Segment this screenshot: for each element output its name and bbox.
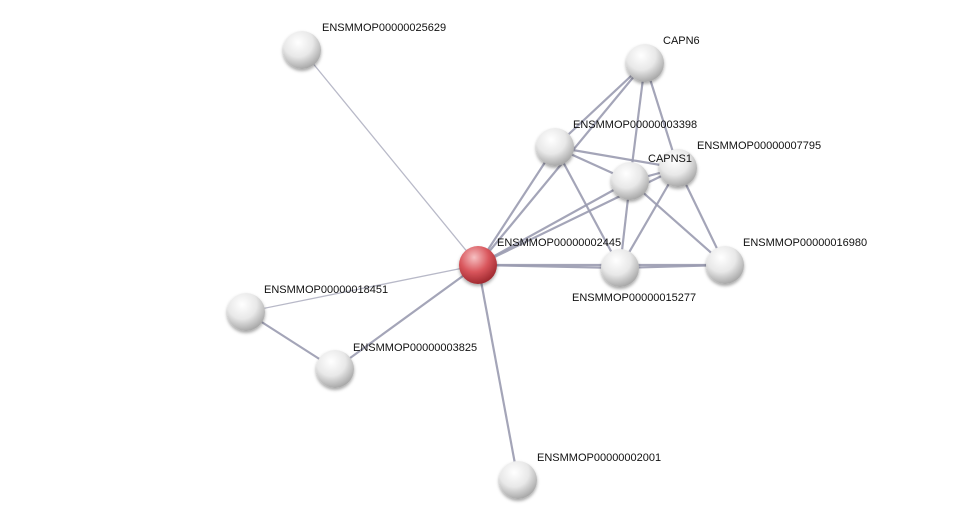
edge-capn6-n3398[interactable]: [554, 62, 646, 148]
node-label[interactable]: ENSMMOP00000007795: [697, 140, 822, 152]
protein-node[interactable]: [626, 44, 664, 82]
edge-n2445-n2001[interactable]: [476, 264, 520, 481]
edge-n2445-n18451[interactable]: [245, 264, 479, 313]
query-node[interactable]: [459, 246, 497, 284]
protein-node[interactable]: [706, 246, 744, 284]
node-label[interactable]: ENSMMOP00000002445: [497, 237, 622, 249]
node-label[interactable]: ENSMMOP00000003398: [573, 119, 698, 131]
node-label[interactable]: ENSMMOP00000002001: [537, 452, 662, 464]
node-label[interactable]: ENSMMOP00000025629: [322, 22, 447, 34]
protein-node[interactable]: [601, 249, 639, 287]
edge-n7795-n15277[interactable]: [619, 167, 679, 269]
protein-node[interactable]: [659, 149, 697, 187]
node-label[interactable]: ENSMMOP00000003825: [353, 342, 478, 354]
protein-node[interactable]: [227, 293, 265, 331]
protein-node[interactable]: [283, 31, 321, 69]
protein-node[interactable]: [611, 162, 649, 200]
node-label[interactable]: ENSMMOP00000018451: [264, 284, 389, 296]
node-label[interactable]: CAPNS1: [648, 153, 693, 165]
edge-n3398-n7795[interactable]: [554, 145, 679, 170]
edge-n2445-n25629[interactable]: [301, 49, 479, 266]
edge-n2445-n3825[interactable]: [334, 264, 479, 370]
edge-n2445-n3398[interactable]: [477, 146, 556, 266]
node-label[interactable]: ENSMMOP00000016980: [743, 237, 868, 249]
edge-n3398-n15277[interactable]: [554, 146, 621, 269]
node-label[interactable]: ENSMMOP00000015277: [572, 292, 697, 304]
edge-capns1-n16980[interactable]: [629, 180, 726, 266]
protein-node[interactable]: [499, 461, 537, 499]
protein-node[interactable]: [536, 128, 574, 166]
node-label[interactable]: CAPN6: [663, 35, 700, 47]
protein-node[interactable]: [316, 350, 354, 388]
edge-n2445-capns1[interactable]: [477, 180, 631, 266]
